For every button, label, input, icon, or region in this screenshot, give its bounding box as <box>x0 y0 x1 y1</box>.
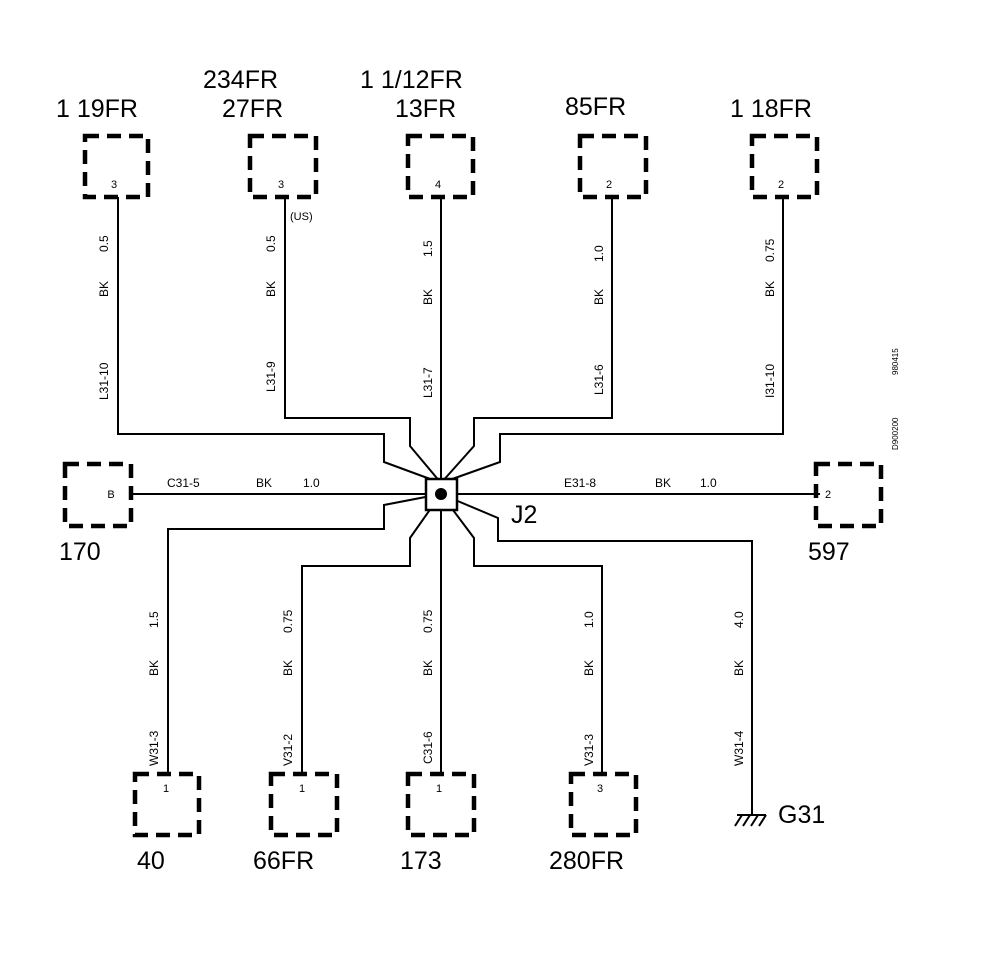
wire-code: L31-9 <box>264 361 278 392</box>
connector-118fr: 1 18FR 2 0.75 BK I31-10 <box>440 95 820 484</box>
wire <box>117 197 442 484</box>
wire-gauge: 0.5 <box>97 235 111 252</box>
wire-code: L31-6 <box>592 364 606 395</box>
connector-170: B C31-5 BK 1.0 170 <box>59 461 426 566</box>
connector-119fr: 1 19FR 3 0.5 BK L31-10 <box>56 95 442 484</box>
wire-gauge: 1.0 <box>303 476 320 490</box>
wire-color: BK <box>97 281 111 297</box>
wire-gauge: 0.75 <box>281 609 295 633</box>
connector-name: 170 <box>59 538 101 566</box>
wire-gauge: 0.5 <box>264 235 278 252</box>
pin-label: 1 <box>436 783 442 795</box>
wire-gauge: 1.0 <box>582 611 596 628</box>
connector-name: 85FR <box>565 93 626 121</box>
pin-label: 2 <box>778 179 784 191</box>
wire-code: W31-4 <box>732 730 746 766</box>
wire-code: V31-2 <box>281 734 295 766</box>
connector-13fr: 1 1/12FR 13FR 4 1.5 BK L31-7 <box>360 66 476 483</box>
connector-box <box>405 771 477 838</box>
pin-label: 1 <box>299 783 305 795</box>
ground-icon <box>734 814 767 827</box>
ref-code-2: D900200 <box>891 417 900 450</box>
connector-box <box>568 771 639 838</box>
connector-box <box>577 133 649 200</box>
pin-label: 1 <box>163 783 169 795</box>
wire-color: BK <box>655 476 671 490</box>
note-label: (US) <box>290 211 313 223</box>
connector-name-line1: 1 1/12FR <box>360 66 463 94</box>
connector-name-line2: 27FR <box>222 95 283 123</box>
ground-g31: 4.0 BK W31-4 G31 <box>440 493 825 829</box>
pin-label: 3 <box>597 783 603 795</box>
wire <box>440 493 603 774</box>
wire-gauge: 0.75 <box>421 609 435 633</box>
junction-dot <box>435 488 447 500</box>
connector-name: 1 18FR <box>730 95 812 123</box>
pin-label: B <box>107 489 114 501</box>
ref-code-1: 980415 <box>891 348 900 375</box>
connector-box <box>82 133 151 200</box>
pin-label: 2 <box>606 179 612 191</box>
connector-85fr: 85FR 2 1.0 BK L31-6 <box>440 93 649 484</box>
pin-label: 3 <box>278 179 284 191</box>
pin-label: 3 <box>111 179 117 191</box>
connector-box <box>62 461 134 529</box>
connector-name-line2: 13FR <box>395 95 456 123</box>
connector-66fr: 0.75 BK V31-2 1 66FR <box>253 493 442 875</box>
connector-name: 280FR <box>549 847 624 875</box>
wire-code: L31-10 <box>97 362 111 400</box>
connector-280fr: 1.0 BK V31-3 3 280FR <box>440 493 639 875</box>
wire-code: V31-3 <box>582 734 596 766</box>
connector-27fr: 234FR 27FR 3 (US) 0.5 BK L31-9 <box>203 66 442 484</box>
wire <box>440 197 613 484</box>
junction-j2: J2 <box>424 477 537 529</box>
wire-gauge: 1.5 <box>421 240 435 257</box>
connector-40: 1.5 BK W31-3 1 40 <box>132 493 442 875</box>
wire-color: BK <box>281 660 295 676</box>
wire-color: BK <box>264 281 278 297</box>
connector-box <box>132 771 202 838</box>
wire-color: BK <box>147 660 161 676</box>
connector-name: 40 <box>137 847 165 875</box>
wire-color: BK <box>421 660 435 676</box>
connector-name-line1: 234FR <box>203 66 278 94</box>
wire-color: BK <box>763 281 777 297</box>
pin-label: 4 <box>435 179 441 191</box>
wire-code: C31-5 <box>167 476 200 490</box>
wire-code: L31-7 <box>421 367 435 398</box>
wire-gauge: 1.5 <box>147 611 161 628</box>
junction-label: J2 <box>511 501 537 529</box>
wire-code: I31-10 <box>763 364 777 398</box>
wire <box>284 197 442 484</box>
wire-color: BK <box>592 289 606 305</box>
wire-color: BK <box>732 660 746 676</box>
connector-box <box>268 771 340 838</box>
connector-name: 173 <box>400 847 442 875</box>
wire-code: W31-3 <box>147 730 161 766</box>
wire-gauge: 1.0 <box>592 245 606 262</box>
connector-name: 66FR <box>253 847 314 875</box>
wire <box>167 493 442 774</box>
wire <box>301 493 442 774</box>
wire-color: BK <box>421 289 435 305</box>
wire <box>440 197 784 484</box>
wire-gauge: 4.0 <box>732 611 746 628</box>
wire-color: BK <box>256 476 272 490</box>
connector-name: 1 19FR <box>56 95 138 123</box>
wire-code: C31-6 <box>421 731 435 764</box>
pin-label: 2 <box>825 489 831 501</box>
wire <box>440 493 753 815</box>
wire-color: BK <box>582 660 596 676</box>
connector-box <box>749 133 820 200</box>
wire-gauge: 1.0 <box>700 476 717 490</box>
connector-173: 0.75 BK C31-6 1 173 <box>400 494 477 875</box>
connector-name: 597 <box>808 538 850 566</box>
wire-gauge: 0.75 <box>763 238 777 262</box>
wire-code: E31-8 <box>564 476 596 490</box>
connector-box <box>247 133 319 200</box>
connector-597: 2 E31-8 BK 1.0 597 <box>457 461 884 566</box>
ground-label: G31 <box>778 801 825 829</box>
